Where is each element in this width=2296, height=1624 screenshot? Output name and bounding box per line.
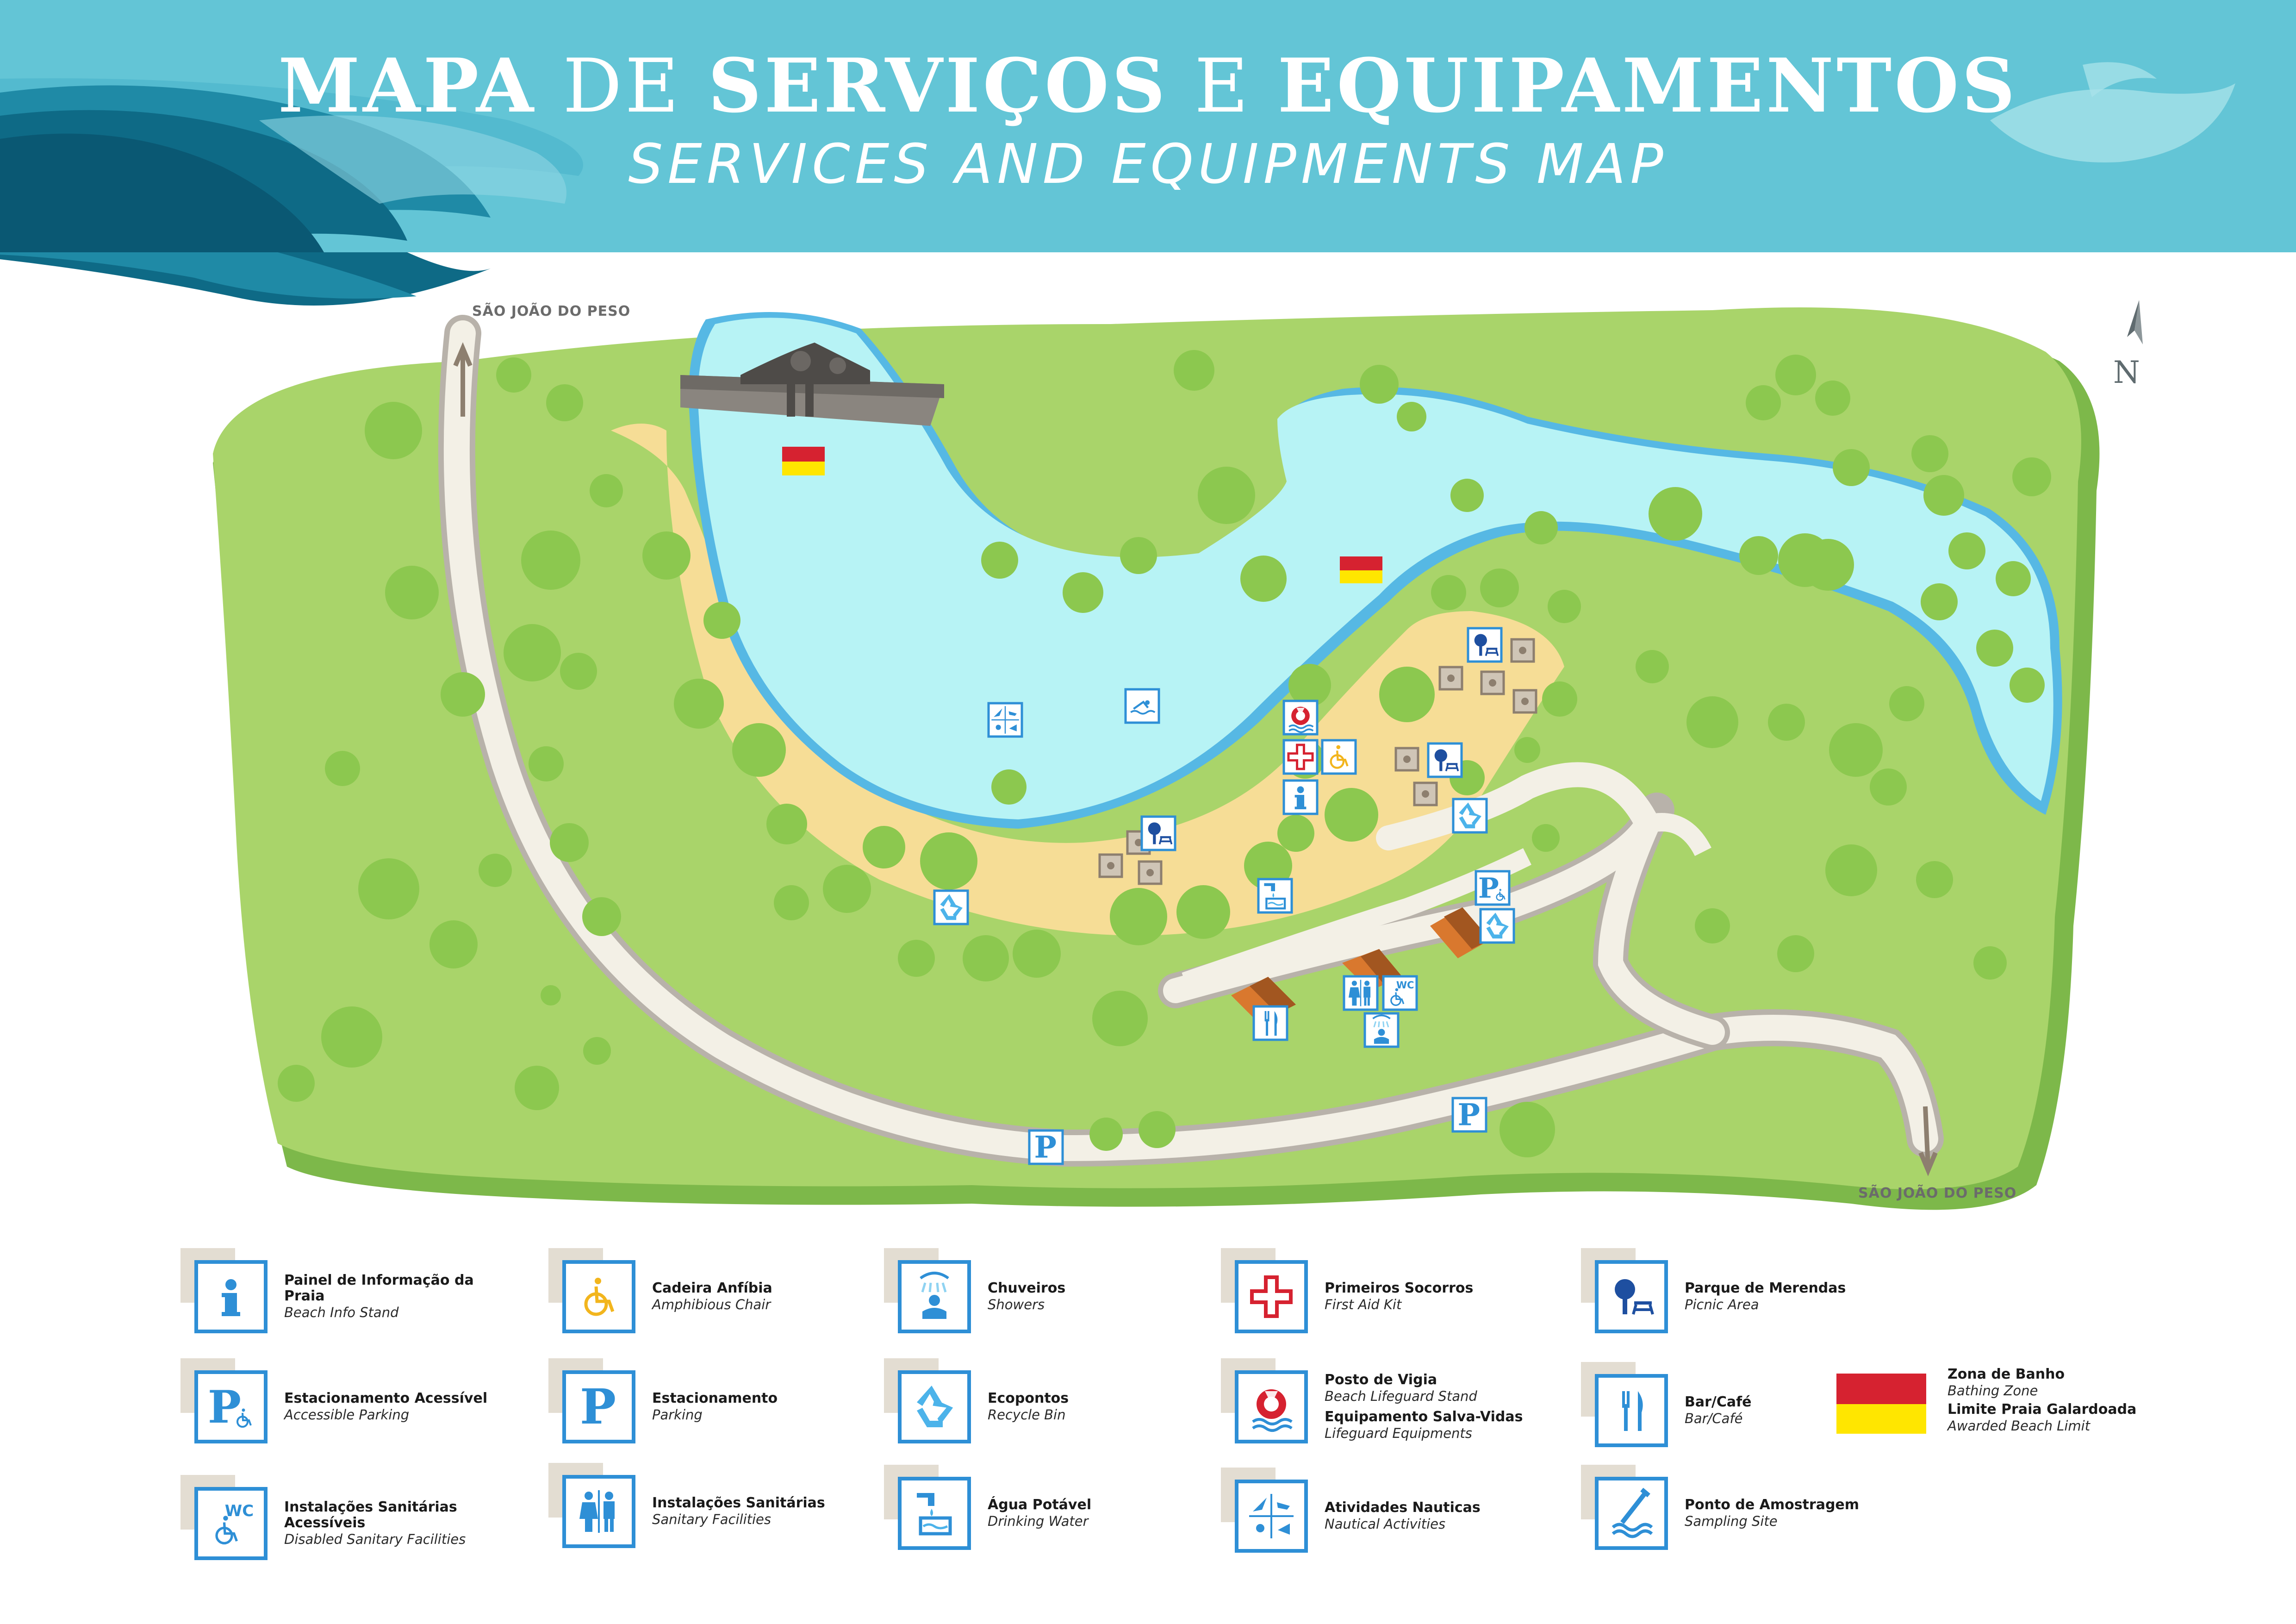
wheelchair-icon	[568, 1266, 629, 1327]
accessible-wc-icon	[200, 1493, 261, 1554]
map-shower-icon	[1363, 1012, 1400, 1048]
map-recycle-icon-2	[933, 889, 969, 925]
road-arrow-top	[453, 342, 473, 417]
map-picnic-icon	[1467, 627, 1503, 663]
toilets-icon	[579, 1490, 615, 1533]
trees	[278, 350, 2051, 1157]
shower-icon	[904, 1266, 965, 1327]
map-nautical-icon	[987, 702, 1023, 738]
map-picnic-icon-2	[1427, 742, 1463, 778]
info-icon	[208, 1274, 254, 1320]
nautical-icon	[1248, 1493, 1294, 1539]
map-info-icon	[1282, 779, 1319, 815]
map-icons	[933, 627, 1515, 1165]
picnic-icon	[1601, 1266, 1662, 1327]
map-drinking-water-icon	[1257, 878, 1293, 914]
map-wheelchair-icon	[1321, 739, 1357, 775]
road-arrow-bottom	[1918, 1106, 1938, 1176]
map-lifebuoy-icon	[1282, 700, 1319, 736]
bar-icon	[1622, 1391, 1643, 1431]
legend-item-flag: Zona de Banho Bathing Zone Limite Praia …	[1948, 1366, 2137, 1434]
first-aid-icon	[1241, 1266, 1302, 1327]
sampling-icon	[1601, 1483, 1662, 1544]
drinking-water-icon	[904, 1483, 965, 1544]
map-recycle-icon	[1452, 798, 1488, 834]
map-picnic-icon-3	[1140, 815, 1176, 851]
roads	[438, 315, 1944, 1167]
header-wave-tail-2	[0, 252, 417, 299]
map-recycle-icon-3	[1479, 908, 1515, 944]
bathing-flag-1	[782, 447, 825, 475]
map-bar-icon	[1252, 1005, 1288, 1041]
accessible-parking-icon	[200, 1376, 261, 1437]
parking-icon	[579, 1378, 616, 1435]
bathing-flag-icon	[1836, 1374, 1926, 1434]
recycle-icon	[917, 1386, 954, 1427]
bathing-flag-2	[1340, 556, 1382, 583]
map-accessible-parking-icon	[1475, 870, 1511, 905]
map-firstaid-icon	[1282, 739, 1319, 775]
map-parking-icon-2	[1028, 1129, 1064, 1165]
lifebuoy-icon	[1241, 1376, 1302, 1437]
dam-structure	[680, 343, 944, 426]
map-accessible-wc-icon	[1382, 975, 1418, 1011]
map-sampling-icon	[1124, 688, 1160, 724]
header-banner	[0, 0, 2296, 252]
map-toilets-icon	[1343, 975, 1379, 1011]
map-parking-icon	[1451, 1097, 1487, 1133]
compass-arrow	[2127, 300, 2143, 344]
